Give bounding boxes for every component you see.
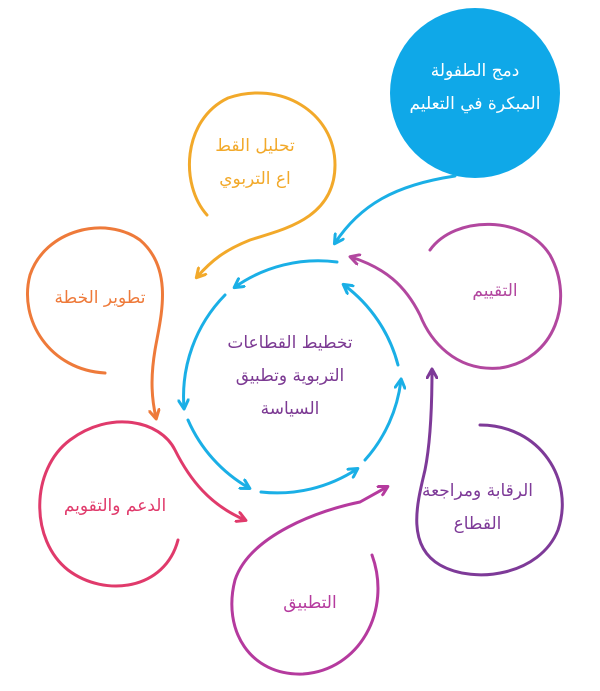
integration-node-label: دمج الطفولة المبكرة في التعليم bbox=[400, 55, 550, 121]
center-label: تخطيط القطاعات التربوية وتطبيق السياسة bbox=[205, 327, 375, 426]
monitoring-node-arc bbox=[415, 370, 564, 577]
integration-connector bbox=[335, 174, 457, 243]
analysis-node-arc bbox=[188, 91, 337, 277]
cycle-segment-top bbox=[235, 259, 339, 287]
analysis-node-label: تحليل القط اع التربوي bbox=[195, 130, 315, 196]
support-node-label: الدعم والتقويم bbox=[40, 490, 190, 523]
center-cycle bbox=[184, 259, 401, 495]
plan-label-line-1: تطوير الخطة bbox=[54, 288, 146, 308]
integration-label-line-1: دمج الطفولة bbox=[430, 61, 520, 81]
cycle-segment-bottom-right bbox=[363, 380, 401, 462]
integration-label-line-2: المبكرة في التعليم bbox=[409, 94, 541, 114]
evaluation-label-line-1: التقييم bbox=[472, 281, 518, 301]
cycle-segment-left bbox=[184, 293, 227, 408]
support-label-line-1: الدعم والتقويم bbox=[63, 496, 167, 516]
implementation-node-arc bbox=[230, 487, 387, 676]
cycle-segment-bottom-left bbox=[186, 418, 249, 488]
cycle-segment-right bbox=[344, 285, 400, 367]
evaluation-node-arc bbox=[351, 222, 563, 370]
evaluation-node-label: التقييم bbox=[440, 275, 550, 308]
monitoring-node-label: الرقابة ومراجعة القطاع bbox=[405, 475, 550, 541]
implementation-node-label: التطبيق bbox=[255, 587, 365, 620]
analysis-label-line-2: اع التربوي bbox=[219, 169, 291, 189]
monitoring-label-line-2: القطاع bbox=[453, 514, 502, 534]
cycle-segment-bottom bbox=[259, 469, 357, 495]
plan-node-arc bbox=[26, 226, 164, 418]
integration-node-circle bbox=[390, 8, 560, 178]
plan-node-label: تطوير الخطة bbox=[40, 282, 160, 315]
analysis-label-line-1: تحليل القط bbox=[215, 136, 295, 156]
monitoring-label-line-1: الرقابة ومراجعة bbox=[421, 481, 534, 501]
support-node-arc bbox=[38, 420, 245, 588]
center-label-line-3: السياسة bbox=[260, 399, 320, 419]
implementation-label-line-1: التطبيق bbox=[283, 593, 337, 613]
center-label-line-1: تخطيط القطاعات bbox=[227, 333, 353, 353]
center-label-line-2: التربوية وتطبيق bbox=[235, 366, 345, 386]
